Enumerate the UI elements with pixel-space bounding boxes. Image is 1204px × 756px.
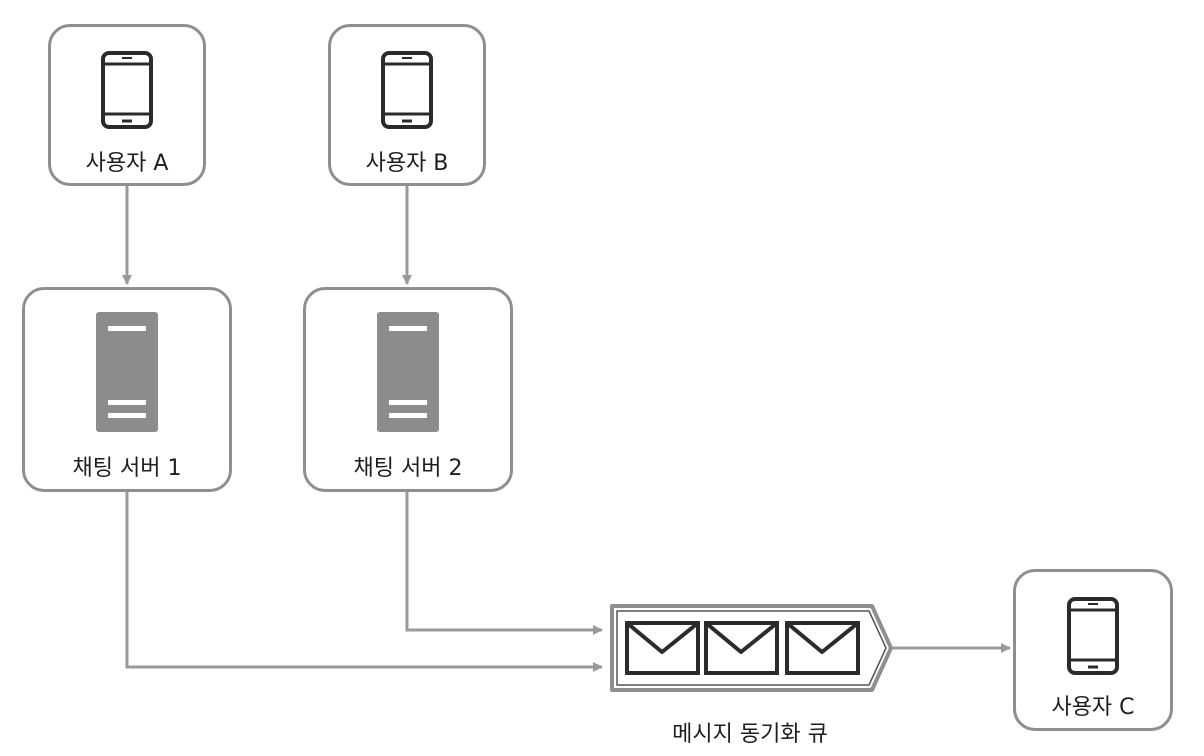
smartphone-icon <box>1067 597 1119 675</box>
arrow-server-1-to-queue <box>125 492 603 672</box>
message-queue-label: 메시지 동기화 큐 <box>672 722 828 747</box>
chat-server-2-node[interactable]: 채팅 서버 2 <box>303 287 513 492</box>
user-b-node[interactable]: 사용자 B <box>328 24 486 186</box>
server-icon <box>377 312 439 432</box>
smartphone-icon <box>101 51 153 129</box>
user-a-node[interactable]: 사용자 A <box>48 24 206 186</box>
smartphone-icon <box>381 51 433 129</box>
arrow-server-2-to-queue <box>405 492 603 635</box>
message-queue <box>610 604 893 692</box>
chat-server-1-label: 채팅 서버 1 <box>72 456 182 481</box>
user-b-label: 사용자 B <box>365 151 449 176</box>
envelope-icon <box>785 621 860 675</box>
envelope-icon <box>625 621 700 675</box>
user-c-node[interactable]: 사용자 C <box>1013 569 1173 731</box>
user-a-label: 사용자 A <box>85 151 169 176</box>
chat-server-1-node[interactable]: 채팅 서버 1 <box>22 287 232 492</box>
user-c-label: 사용자 C <box>1051 695 1135 720</box>
envelope-icon <box>704 621 779 675</box>
chat-server-2-label: 채팅 서버 2 <box>353 456 463 481</box>
server-icon <box>96 312 158 432</box>
